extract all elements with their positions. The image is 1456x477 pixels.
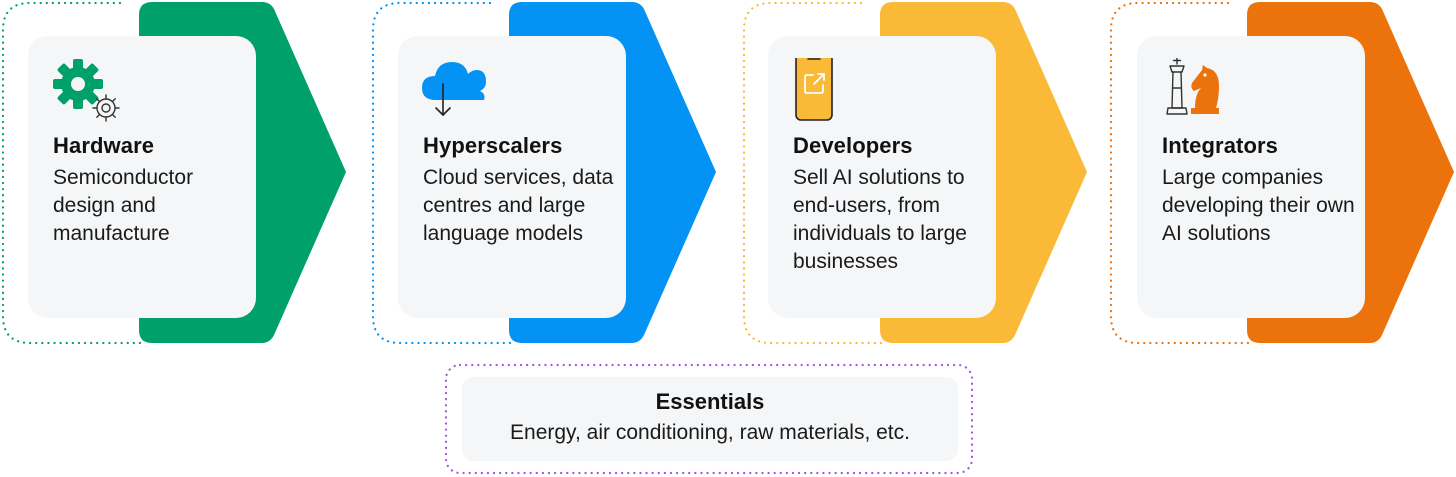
- cloud-download-icon: [422, 62, 486, 116]
- stage-card-developers: Developers Sell AI solutions to end-user…: [768, 36, 996, 318]
- stage-description-hardware: Semiconductor design and manufacture: [53, 166, 194, 245]
- stage-title-developers: Developers: [793, 133, 913, 158]
- hyperscalers-dotted-outline: [371, 1, 512, 345]
- essentials-card: Essentials Energy, air conditioning, raw…: [462, 377, 958, 461]
- stage-title-hardware: Hardware: [53, 133, 155, 158]
- stage-title-hyperscalers: Hyperscalers: [423, 133, 563, 158]
- essentials-title: Essentials: [655, 389, 765, 414]
- stage-card-hardware: Hardware Semiconductor design and manufa…: [28, 36, 256, 318]
- chess-pieces-icon: [1166, 58, 1219, 115]
- essentials-description: Energy, air conditioning, raw materials,…: [510, 421, 910, 444]
- developers-dotted-outline: [742, 1, 883, 345]
- stage-card-hyperscalers: Hyperscalers Cloud services, data centre…: [398, 36, 626, 318]
- hardware-dotted-outline: [1, 1, 142, 345]
- smartphone-icon: [795, 58, 833, 121]
- gears-icon: [53, 59, 120, 122]
- stage-description-hyperscalers: Cloud services, data centres and large l…: [423, 166, 614, 245]
- stage-card-integrators: Integrators Large companies developing t…: [1137, 36, 1365, 318]
- stage-title-integrators: Integrators: [1162, 133, 1279, 158]
- stage-description-integrators: Large companies developing their own AI …: [1162, 166, 1355, 245]
- essentials-dotted-outline: [444, 363, 974, 475]
- integrators-dotted-outline: [1109, 1, 1250, 345]
- stage-description-developers: Sell AI solutions to end-users, from ind…: [793, 166, 967, 273]
